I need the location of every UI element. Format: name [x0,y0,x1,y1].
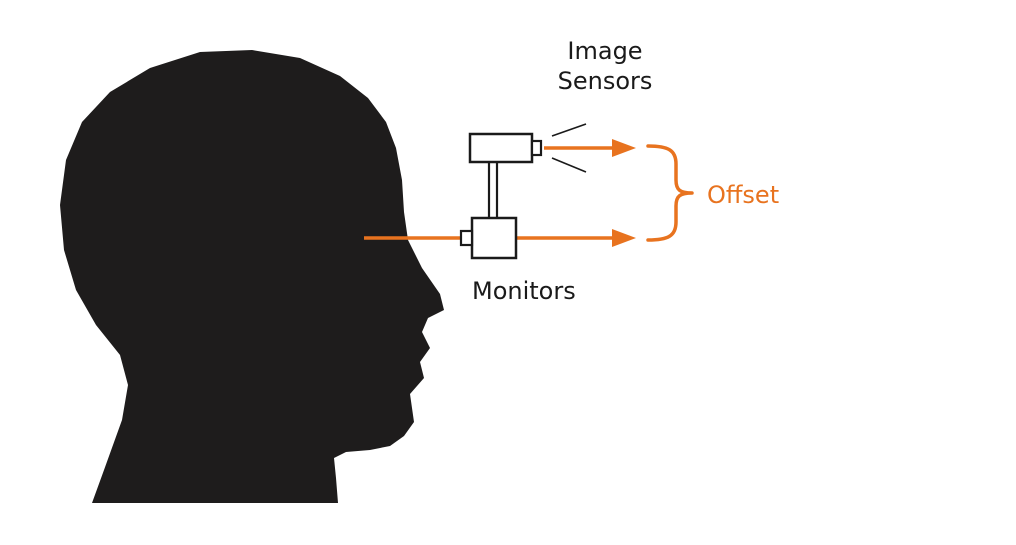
offset-bracket [646,144,694,242]
offset-label: Offset [707,181,780,209]
image-sensors-label-line1: Image [567,37,643,65]
image-sensor-lens [530,139,543,157]
eye-sight-arrowhead [612,229,636,247]
sensor-sight-arrowhead [612,139,636,157]
monitor-bracket [459,229,474,247]
image-sensors-label: Image Sensors [520,36,690,96]
image-sensors-label-line2: Sensors [557,67,653,95]
sensor-fov-line-upper [551,123,587,137]
monitor-body [470,216,518,260]
monitors-label: Monitors [472,277,576,305]
head-silhouette [60,50,444,503]
sensor-fov-line-lower [551,157,587,173]
image-sensor-body [468,132,534,164]
